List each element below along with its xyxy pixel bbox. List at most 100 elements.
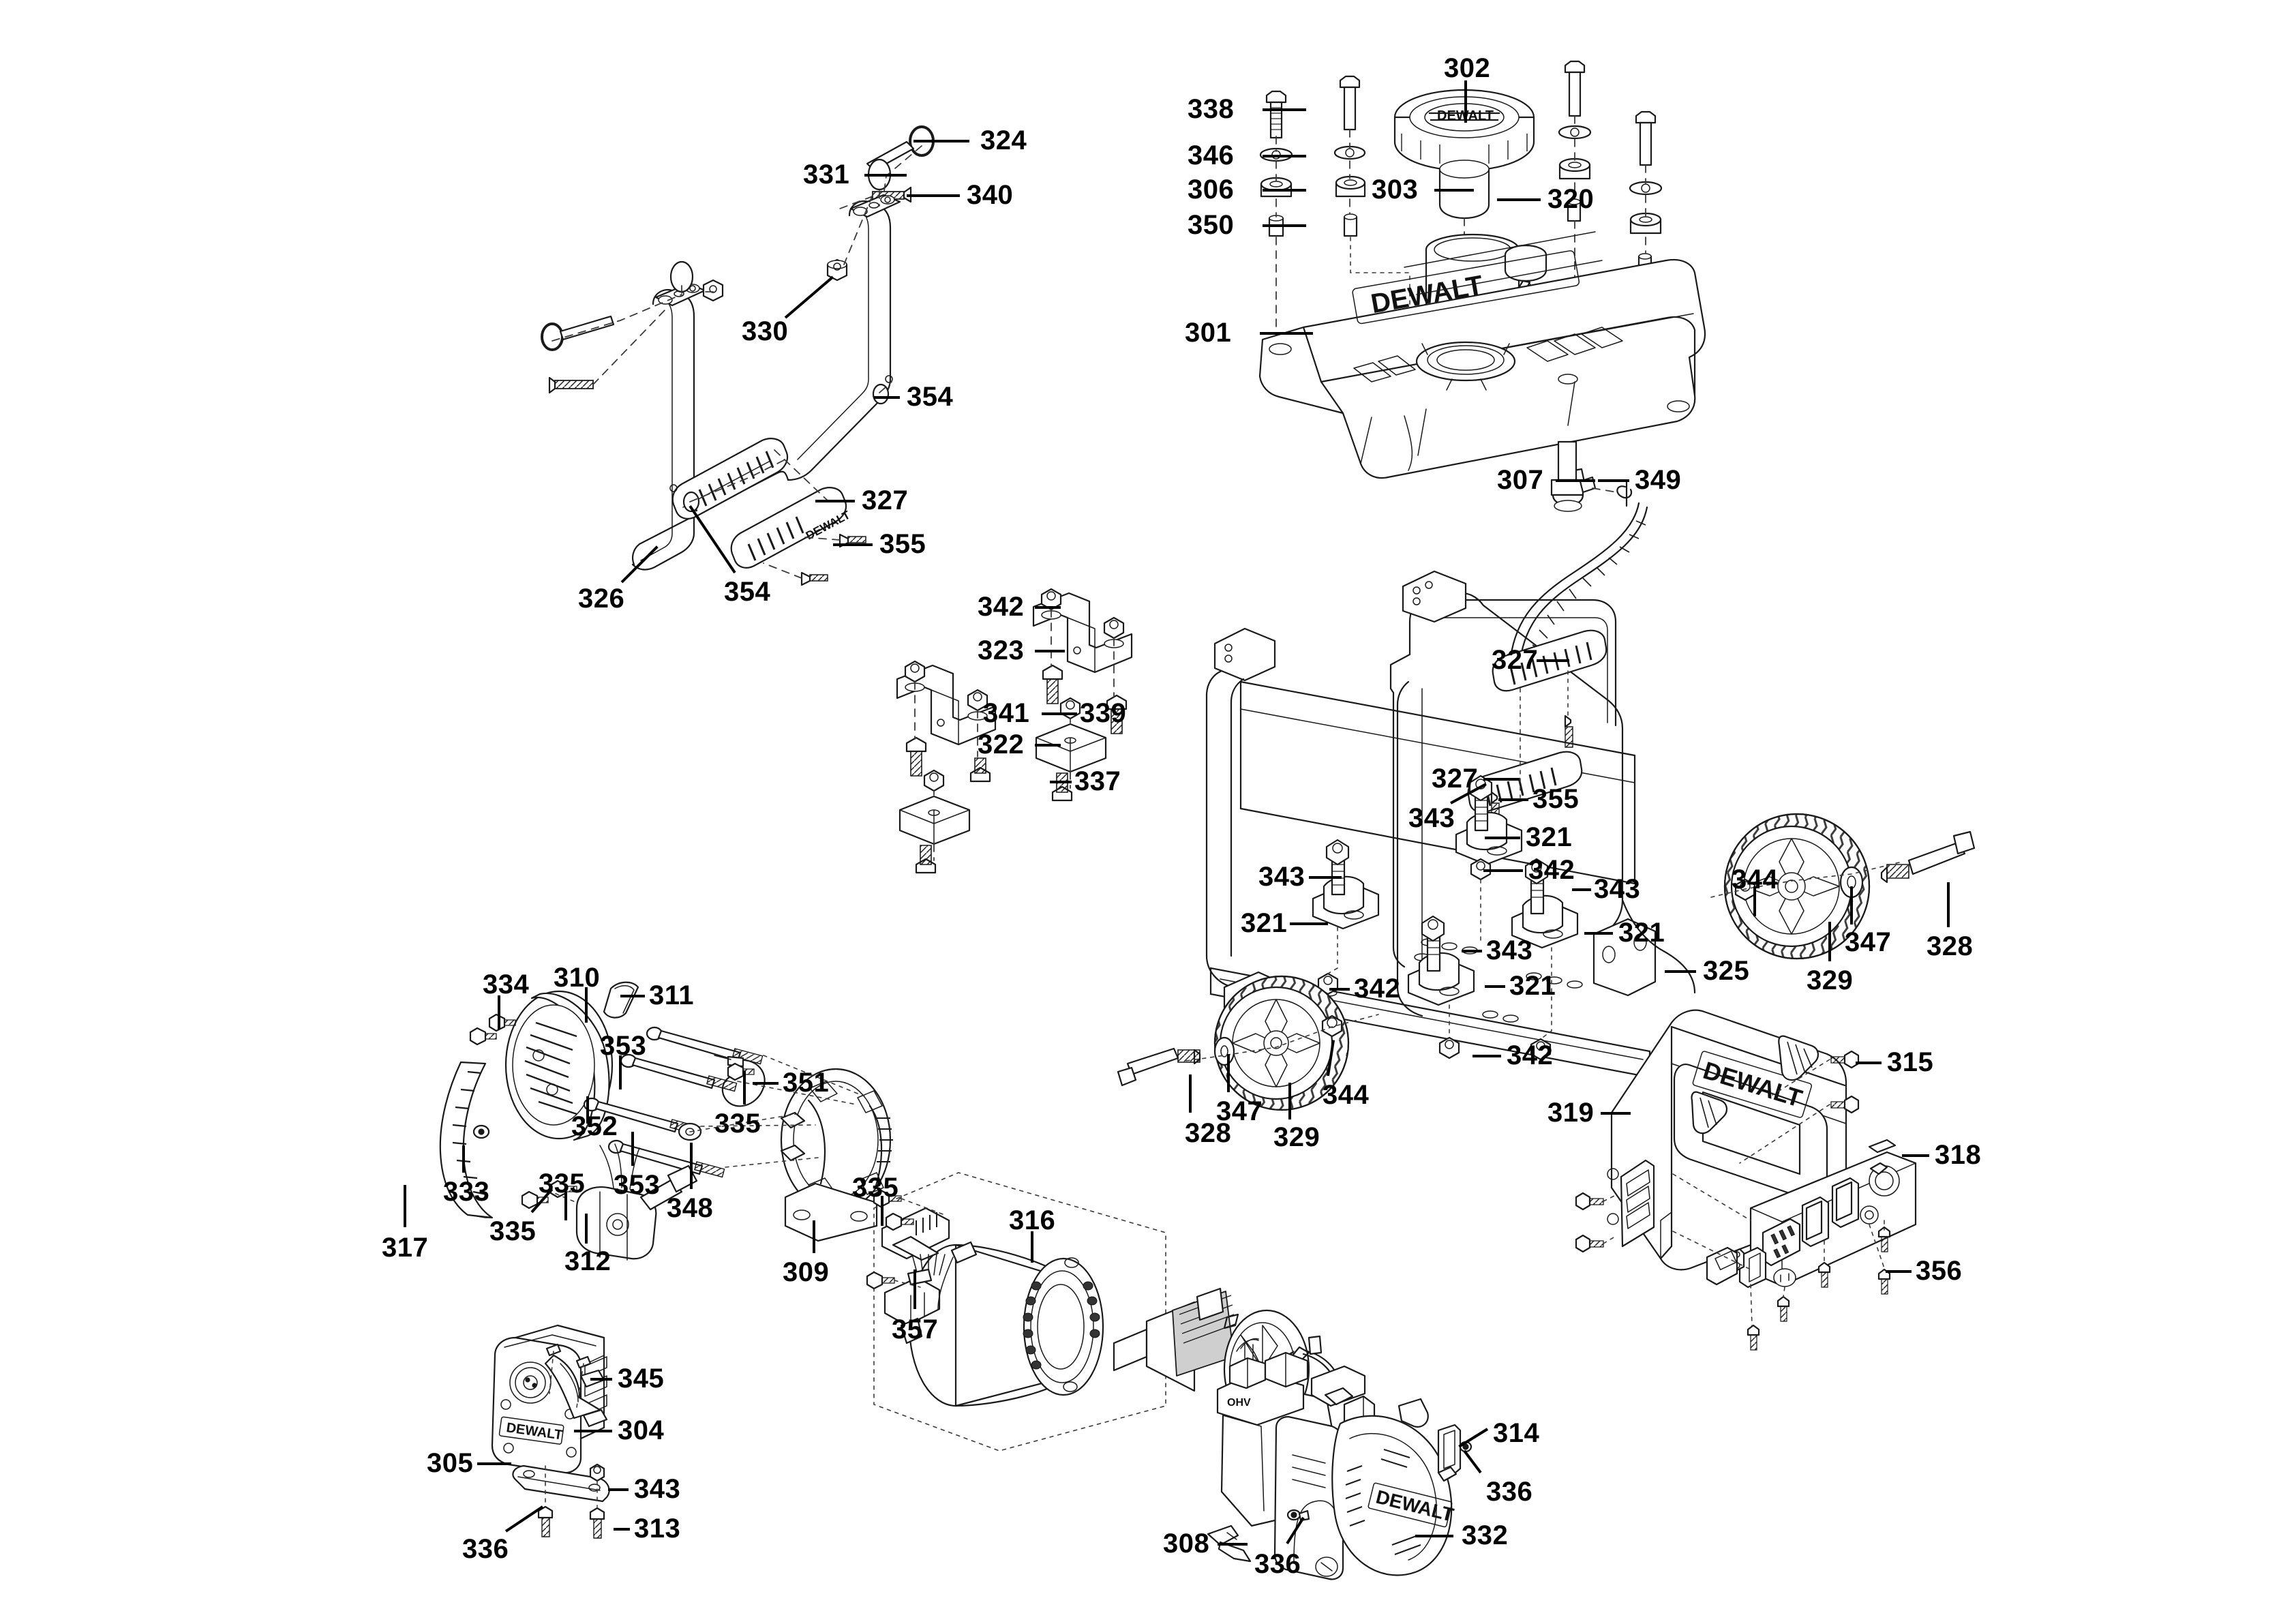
part-325-axle-bracket-right — [1594, 919, 1655, 995]
part-317-heat-shield — [440, 1062, 492, 1218]
leader-line-309 — [813, 1220, 815, 1253]
part-callout-353: 353 — [600, 1031, 647, 1061]
leader-line-335 — [881, 1196, 883, 1226]
leader-line-350 — [1263, 224, 1306, 227]
leader-line-331 — [864, 174, 907, 177]
part-callout-328: 328 — [1185, 1118, 1232, 1148]
part-callout-343: 343 — [1486, 935, 1533, 965]
part-310-end-cover — [506, 991, 612, 1140]
leader-line-327 — [1483, 778, 1519, 781]
leader-line-352 — [586, 1096, 589, 1124]
part-callout-313: 313 — [634, 1514, 681, 1544]
leader-line-341 — [1042, 712, 1068, 715]
nut-342-c — [1531, 1039, 1550, 1059]
leader-line-346 — [1263, 155, 1306, 157]
leader-line-337 — [1050, 781, 1072, 783]
part-callout-336: 336 — [462, 1534, 509, 1564]
part-callout-342: 342 — [1507, 1040, 1554, 1070]
part-335-screw-a — [728, 1064, 754, 1080]
leader-line-305 — [477, 1462, 511, 1465]
part-callout-327: 327 — [1492, 645, 1539, 675]
left-nut — [704, 280, 723, 301]
hardware-stack-a — [1260, 91, 1292, 236]
bolt-337-right — [1053, 773, 1072, 800]
leader-line-310 — [585, 987, 588, 1023]
axle-328-left — [1118, 1049, 1200, 1085]
leader-line-321 — [1290, 922, 1328, 925]
part-callout-338: 338 — [1188, 94, 1235, 124]
left-bolt — [549, 378, 593, 393]
leader-line-328 — [1947, 882, 1950, 927]
part-356-screws — [1748, 1227, 1890, 1350]
leader-line-315 — [1856, 1062, 1882, 1064]
part-355-screws — [802, 535, 866, 585]
part-callout-327: 327 — [862, 485, 909, 515]
hardware-stack-b — [1335, 76, 1365, 236]
part-callout-335: 335 — [852, 1173, 899, 1203]
part-callout-331: 331 — [803, 160, 850, 190]
part-callout-354: 354 — [724, 577, 771, 607]
hardware-stack-c — [1559, 61, 1590, 221]
part-callout-325: 325 — [1703, 956, 1750, 986]
part-callout-355: 355 — [879, 529, 926, 559]
part-callout-319: 319 — [1547, 1098, 1595, 1128]
part-callout-356: 356 — [1916, 1256, 1963, 1286]
part-callout-332: 332 — [1462, 1520, 1509, 1550]
leader-line-319 — [1601, 1112, 1631, 1115]
part-322-isolator-left — [900, 796, 969, 844]
leader-line-308 — [1218, 1543, 1248, 1546]
fuel-tank-assembly-art: DEWALT — [1260, 61, 1705, 671]
part-callout-353: 353 — [614, 1170, 661, 1200]
part-callout-335: 335 — [489, 1216, 537, 1246]
part-callout-321: 321 — [1509, 971, 1556, 1001]
handle-assembly-art: DEWALT — [542, 127, 933, 585]
leader-line-342 — [1483, 869, 1523, 872]
leader-line-311 — [620, 995, 645, 997]
part-callout-307: 307 — [1497, 465, 1544, 495]
leader-line-329 — [1828, 922, 1831, 961]
part-callout-336: 336 — [1254, 1549, 1301, 1579]
part-callout-342: 342 — [978, 592, 1025, 622]
nut-342-left — [905, 661, 924, 682]
leader-line-348 — [690, 1143, 693, 1189]
part-callout-312: 312 — [564, 1246, 611, 1276]
part-callout-329: 329 — [1807, 965, 1854, 995]
part-callout-336: 336 — [1486, 1477, 1533, 1507]
leader-line-332 — [1415, 1535, 1453, 1537]
part-callout-316: 316 — [1009, 1205, 1056, 1235]
part-305-housing: DEWALT — [492, 1324, 607, 1473]
part-callout-323: 323 — [978, 635, 1025, 665]
part-354-plug-a — [873, 385, 888, 404]
part-callout-335: 335 — [714, 1109, 761, 1139]
leader-line-351 — [753, 1082, 779, 1085]
part-callout-354: 354 — [907, 382, 954, 412]
part-322-isolator-right — [1036, 724, 1106, 772]
nut-341-left — [924, 770, 943, 791]
leader-line-327 — [815, 500, 855, 502]
part-callout-352: 352 — [571, 1111, 618, 1141]
part-callout-327: 327 — [1432, 764, 1479, 794]
svg-text:OHV: OHV — [1227, 1397, 1251, 1409]
part-callout-321: 321 — [1526, 822, 1573, 852]
leader-line-303 — [1434, 189, 1474, 192]
part-callout-343: 343 — [1594, 874, 1641, 904]
nut-342-right — [1042, 589, 1061, 610]
washer-347-right — [1841, 867, 1862, 897]
leader-line-306 — [1263, 189, 1306, 192]
part-callout-317: 317 — [382, 1233, 429, 1263]
part-callout-322: 322 — [978, 730, 1025, 760]
isolator-bracket-assembly-art — [897, 589, 1132, 873]
part-callout-342: 342 — [1354, 974, 1401, 1004]
part-callout-355: 355 — [1532, 784, 1580, 814]
part-309-end-bracket — [781, 1062, 899, 1241]
part-callout-343: 343 — [1258, 862, 1305, 892]
control-panel-assembly-art: DEWALT — [1576, 1010, 1916, 1350]
leader-line-334 — [498, 995, 500, 1029]
part-301-fuel-tank: DEWALT — [1260, 232, 1705, 492]
leader-line-329 — [1288, 1083, 1291, 1119]
part-callout-303: 303 — [1372, 175, 1419, 205]
part-callout-347: 347 — [1845, 927, 1892, 957]
part-callout-347: 347 — [1216, 1096, 1263, 1126]
part-318-control-panel — [1707, 1140, 1916, 1287]
